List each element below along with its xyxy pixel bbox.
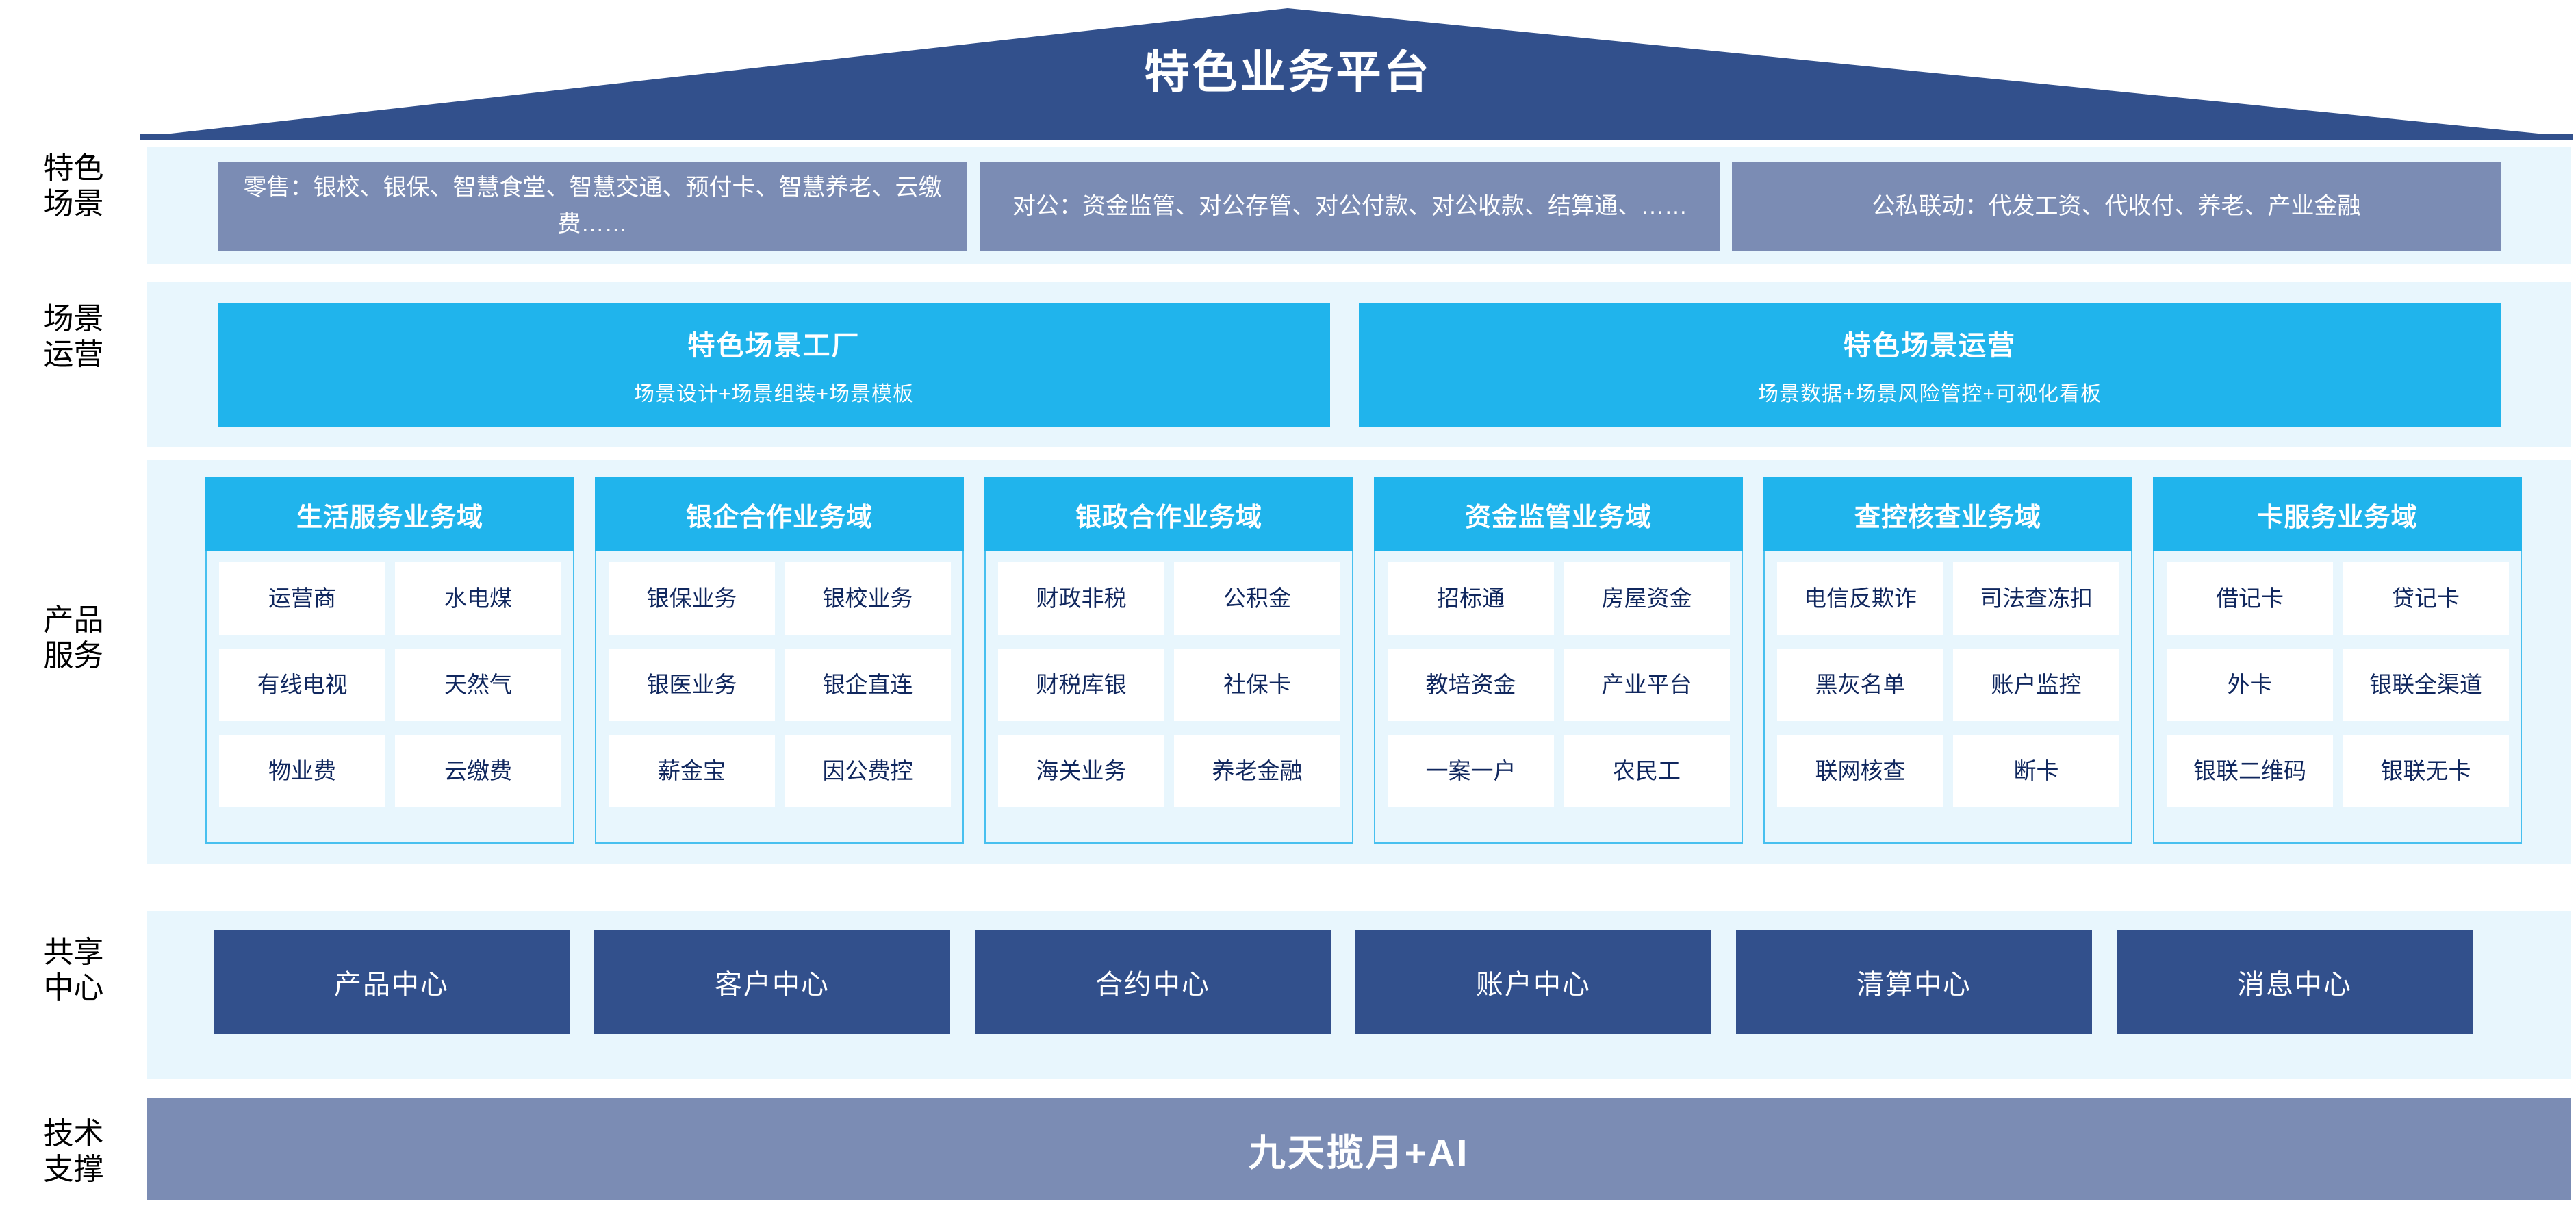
product-cell[interactable]: 教培资金 <box>1388 649 1554 721</box>
product-cell[interactable]: 招标通 <box>1388 562 1554 635</box>
row-label-product-line2: 服务 <box>43 638 104 672</box>
roof-shape-icon <box>140 8 2573 140</box>
product-cell[interactable]: 薪金宝 <box>609 735 775 807</box>
shared-center-account[interactable]: 账户中心 <box>1355 930 1711 1034</box>
product-cell[interactable]: 银联全渠道 <box>2343 649 2509 721</box>
shared-center-product[interactable]: 产品中心 <box>214 930 570 1034</box>
operation-box-scene-operations-title: 特色场景运营 <box>1844 331 2016 361</box>
shared-center-customer[interactable]: 客户中心 <box>594 930 950 1034</box>
domain-card-bank-enterprise[interactable]: 银企合作业务域 银保业务 银校业务 银医业务 银企直连 薪金宝 因公费控 <box>595 477 964 844</box>
product-cell[interactable]: 公积金 <box>1174 562 1340 635</box>
domain-title-bank-government: 银政合作业务域 <box>984 477 1353 551</box>
domain-card-inquiry-control[interactable]: 查控核查业务域 电信反欺诈 司法查冻扣 黑灰名单 账户监控 联网核查 断卡 <box>1763 477 2132 844</box>
domain-title-life-service: 生活服务业务域 <box>205 477 574 551</box>
product-cell[interactable]: 社保卡 <box>1174 649 1340 721</box>
shared-center-contract[interactable]: 合约中心 <box>975 930 1331 1034</box>
domain-grid-card-service: 借记卡 贷记卡 外卡 银联全渠道 银联二维码 银联无卡 <box>2167 562 2509 807</box>
product-cell[interactable]: 物业费 <box>219 735 385 807</box>
row-label-tech: 技术 支撑 <box>0 1116 147 1187</box>
domain-title-inquiry-control: 查控核查业务域 <box>1763 477 2132 551</box>
row-label-operation-line1: 场景 <box>43 302 104 336</box>
row-label-shared-line1: 共享 <box>43 935 104 969</box>
product-cell[interactable]: 司法查冻扣 <box>1953 562 2119 635</box>
product-cell[interactable]: 运营商 <box>219 562 385 635</box>
shared-center-settlement[interactable]: 清算中心 <box>1736 930 2092 1034</box>
product-cell[interactable]: 因公费控 <box>785 735 951 807</box>
domain-card-life-service[interactable]: 生活服务业务域 运营商 水电煤 有线电视 天然气 物业费 云缴费 <box>205 477 574 844</box>
product-cell[interactable]: 农民工 <box>1564 735 1730 807</box>
domain-card-fund-supervision[interactable]: 资金监管业务域 招标通 房屋资金 教培资金 产业平台 一案一户 农民工 <box>1374 477 1743 844</box>
product-cell[interactable]: 云缴费 <box>395 735 561 807</box>
product-cell[interactable]: 养老金融 <box>1174 735 1340 807</box>
row-label-scene-line1: 特色 <box>43 151 104 185</box>
product-cell[interactable]: 海关业务 <box>998 735 1164 807</box>
row-label-shared: 共享 中心 <box>0 935 147 1006</box>
product-cell[interactable]: 天然气 <box>395 649 561 721</box>
tech-support-bar[interactable]: 九天揽月+AI <box>147 1098 2571 1200</box>
domain-grid-life-service: 运营商 水电煤 有线电视 天然气 物业费 云缴费 <box>219 562 561 807</box>
product-cell[interactable]: 水电煤 <box>395 562 561 635</box>
scene-box-retail[interactable]: 零售：银校、银保、智慧食堂、智慧交通、预付卡、智慧养老、云缴费…… <box>218 162 967 251</box>
domain-title-fund-supervision: 资金监管业务域 <box>1374 477 1743 551</box>
domain-card-card-service[interactable]: 卡服务业务域 借记卡 贷记卡 外卡 银联全渠道 银联二维码 银联无卡 <box>2153 477 2522 844</box>
product-cell[interactable]: 财税库银 <box>998 649 1164 721</box>
row-label-tech-line2: 支撑 <box>43 1152 104 1186</box>
page-title: 特色业务平台 <box>1144 47 1432 97</box>
product-cell[interactable]: 断卡 <box>1953 735 2119 807</box>
product-cell[interactable]: 银企直连 <box>785 649 951 721</box>
operation-box-scene-operations-subtitle: 场景数据+场景风险管控+可视化看板 <box>1757 383 2102 405</box>
row-label-operation-line2: 运营 <box>43 337 104 371</box>
product-cell[interactable]: 电信反欺诈 <box>1777 562 1943 635</box>
row-label-scene: 特色 场景 <box>0 151 147 222</box>
domain-title-bank-enterprise: 银企合作业务域 <box>595 477 964 551</box>
domain-grid-fund-supervision: 招标通 房屋资金 教培资金 产业平台 一案一户 农民工 <box>1388 562 1730 807</box>
product-cell[interactable]: 联网核查 <box>1777 735 1943 807</box>
row-label-product-line1: 产品 <box>43 603 104 637</box>
product-cell[interactable]: 外卡 <box>2167 649 2333 721</box>
scene-box-public-private[interactable]: 公私联动：代发工资、代收付、养老、产业金融 <box>1732 162 2501 251</box>
scene-box-corporate[interactable]: 对公：资金监管、对公存管、对公付款、对公收款、结算通、…… <box>980 162 1720 251</box>
platform-roof-banner: 特色业务平台 <box>0 0 2576 140</box>
product-cell[interactable]: 黑灰名单 <box>1777 649 1943 721</box>
product-cell[interactable]: 一案一户 <box>1388 735 1554 807</box>
domain-grid-inquiry-control: 电信反欺诈 司法查冻扣 黑灰名单 账户监控 联网核查 断卡 <box>1777 562 2119 807</box>
product-cell[interactable]: 银校业务 <box>785 562 951 635</box>
row-label-tech-line1: 技术 <box>43 1117 104 1151</box>
row-label-shared-line2: 中心 <box>43 970 104 1005</box>
domain-title-card-service: 卡服务业务域 <box>2153 477 2522 551</box>
product-cell[interactable]: 有线电视 <box>219 649 385 721</box>
operation-box-scene-operations[interactable]: 特色场景运营 场景数据+场景风险管控+可视化看板 <box>1359 303 2501 427</box>
shared-center-message[interactable]: 消息中心 <box>2117 930 2473 1034</box>
domain-grid-bank-government: 财政非税 公积金 财税库银 社保卡 海关业务 养老金融 <box>998 562 1340 807</box>
row-label-scene-line2: 场景 <box>43 186 104 221</box>
product-cell[interactable]: 账户监控 <box>1953 649 2119 721</box>
row-label-product: 产品 服务 <box>0 603 147 674</box>
row-label-operation: 场景 运营 <box>0 301 147 373</box>
domain-grid-bank-enterprise: 银保业务 银校业务 银医业务 银企直连 薪金宝 因公费控 <box>609 562 951 807</box>
product-cell[interactable]: 银联二维码 <box>2167 735 2333 807</box>
product-cell[interactable]: 产业平台 <box>1564 649 1730 721</box>
operation-box-scene-factory-title: 特色场景工厂 <box>687 331 860 361</box>
operation-box-scene-factory[interactable]: 特色场景工厂 场景设计+场景组装+场景模板 <box>218 303 1330 427</box>
domain-card-bank-government[interactable]: 银政合作业务域 财政非税 公积金 财税库银 社保卡 海关业务 养老金融 <box>984 477 1353 844</box>
product-cell[interactable]: 房屋资金 <box>1564 562 1730 635</box>
product-cell[interactable]: 贷记卡 <box>2343 562 2509 635</box>
product-cell[interactable]: 银保业务 <box>609 562 775 635</box>
product-cell[interactable]: 银联无卡 <box>2343 735 2509 807</box>
product-cell[interactable]: 借记卡 <box>2167 562 2333 635</box>
product-cell[interactable]: 银医业务 <box>609 649 775 721</box>
product-cell[interactable]: 财政非税 <box>998 562 1164 635</box>
operation-box-scene-factory-subtitle: 场景设计+场景组装+场景模板 <box>633 383 915 405</box>
